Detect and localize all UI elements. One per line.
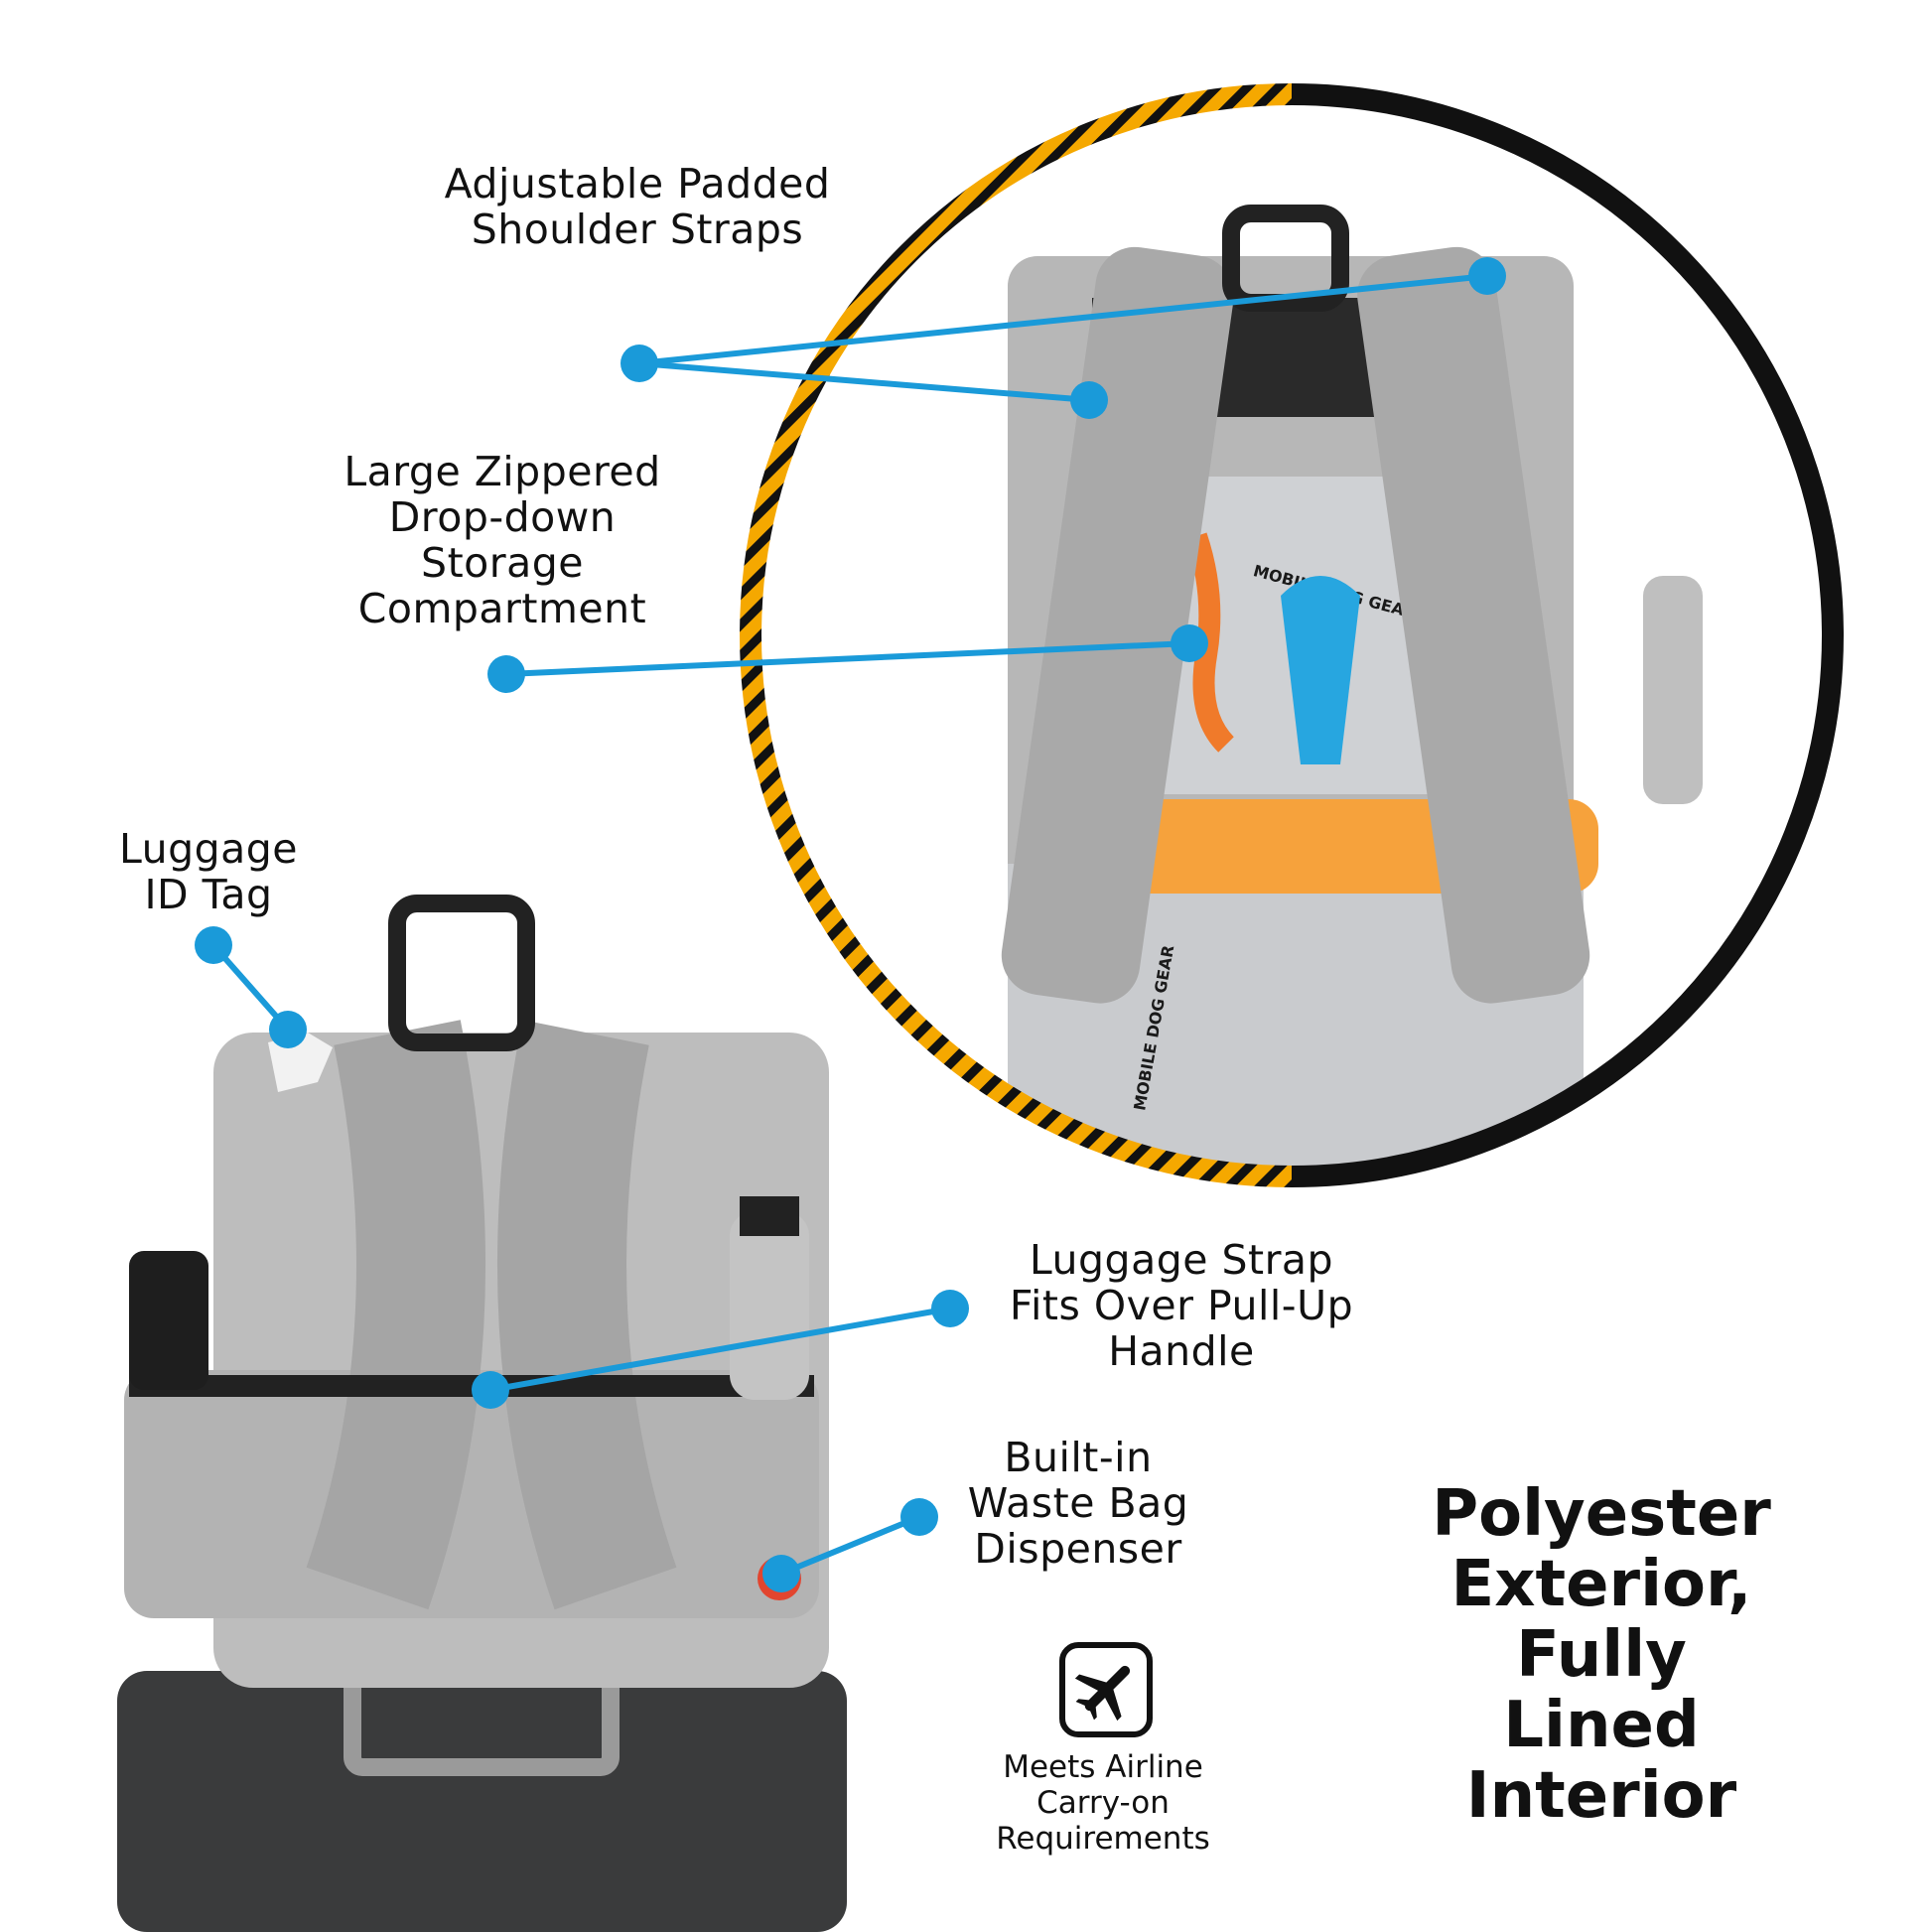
material-headline: Polyester Exterior, Fully Lined Interior	[1432, 1477, 1771, 1833]
airplane-icon	[1059, 1642, 1153, 1737]
callout-dots	[195, 257, 1506, 1592]
airline-carry-on-text: Meets Airline Carry-on Requirements	[996, 1749, 1210, 1857]
callout-dot	[621, 345, 658, 382]
callout-lines	[210, 273, 1488, 1577]
callout-dot	[195, 926, 232, 964]
callout-dot	[931, 1290, 969, 1327]
callout-dot	[900, 1498, 938, 1536]
callout-waste-bag: Built-in Waste Bag Dispenser	[967, 1434, 1189, 1573]
callout-luggage-tag: Luggage ID Tag	[118, 825, 299, 918]
backpack-on-suitcase-photo	[117, 895, 847, 1932]
callout-dot	[1070, 381, 1108, 419]
open-backpack-photo: MOBILE DOG GEAR MOBILE DOG GEAR	[1001, 205, 1703, 1176]
callout-dot	[1468, 257, 1506, 295]
callout-dot	[487, 655, 525, 693]
callout-storage-compartment: Large Zippered Drop-down Storage Compart…	[344, 448, 661, 632]
callout-dot	[472, 1371, 509, 1409]
callout-dot	[762, 1555, 800, 1592]
zoom-circle: MOBILE DOG GEAR MOBILE DOG GEAR	[740, 83, 1844, 1187]
callout-shoulder-straps: Adjustable Padded Shoulder Straps	[444, 160, 831, 253]
callout-luggage-strap: Luggage Strap Fits Over Pull-Up Handle	[1009, 1236, 1354, 1375]
callout-dot	[269, 1011, 307, 1048]
callout-dot	[1171, 624, 1208, 662]
